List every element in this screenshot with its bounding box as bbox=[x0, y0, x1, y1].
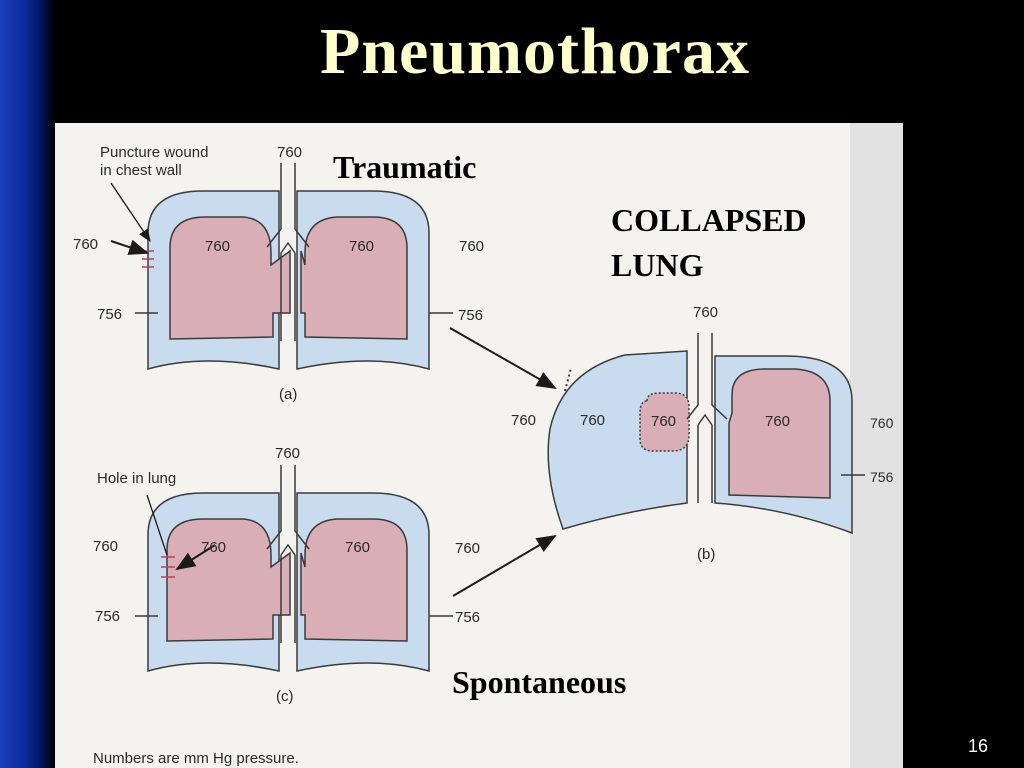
panel-a-trachea-pressure: 760 bbox=[277, 144, 302, 161]
panel-c-right-pleural-pressure: 756 bbox=[455, 609, 480, 626]
panel-a-annotation-line2: in chest wall bbox=[100, 162, 182, 179]
panel-b-trachea bbox=[686, 333, 728, 503]
traumatic-label: Traumatic bbox=[333, 149, 476, 185]
spontaneous-label: Spontaneous bbox=[452, 664, 626, 700]
panel-b-collapsed-lung bbox=[639, 392, 690, 452]
panel-b-left-cavity-pressure: 760 bbox=[580, 412, 605, 429]
panel-c-trachea-pressure: 760 bbox=[275, 445, 300, 462]
panel-b-caption: (b) bbox=[697, 546, 715, 563]
panel-b-collapsed-lung-pressure: 760 bbox=[651, 413, 676, 430]
collapsed-label-line2: LUNG bbox=[611, 247, 704, 283]
footnote: Numbers are mm Hg pressure. bbox=[93, 750, 299, 767]
panel-c-hole-mark bbox=[161, 556, 175, 578]
panel-c-caption: (c) bbox=[276, 688, 294, 705]
panel-b-right-lung bbox=[728, 368, 831, 499]
panel-a-trachea bbox=[266, 163, 310, 341]
panel-c-left-outer-pressure: 760 bbox=[93, 538, 118, 555]
panel-a-left-pleural-pressure: 756 bbox=[97, 306, 122, 323]
collapsed-label-line1: COLLAPSED bbox=[611, 202, 807, 238]
panel-b-right-lung-pressure: 760 bbox=[765, 413, 790, 430]
panel-c-left-pleural-pressure: 756 bbox=[95, 608, 120, 625]
panel-a: Puncture wound in chest wall 760 760 760… bbox=[73, 144, 484, 403]
panel-a-caption: (a) bbox=[279, 386, 297, 403]
panel-a-puncture-arrow bbox=[110, 182, 151, 243]
panel-a-left-lung bbox=[169, 216, 291, 340]
panel-c-hole-arrow bbox=[146, 494, 168, 556]
panel-c-hole-arrow-2 bbox=[175, 544, 216, 571]
panel-a-right-lung bbox=[300, 216, 408, 340]
pneumothorax-figure: Puncture wound in chest wall 760 760 760… bbox=[55, 123, 903, 768]
arrow-c-to-b bbox=[452, 534, 557, 597]
panel-b-left-outer-pressure: 760 bbox=[511, 412, 536, 429]
panel-c-left-lung-pressure: 760 bbox=[201, 539, 226, 556]
panel-a-left-outer-arrow bbox=[110, 239, 149, 255]
panel-a-right-lung-pressure: 760 bbox=[349, 238, 374, 255]
panel-b-trachea-pressure: 760 bbox=[693, 304, 718, 321]
slide-number: 16 bbox=[967, 736, 988, 756]
panel-c-left-lung bbox=[166, 518, 291, 642]
figure-drawing: Puncture wound in chest wall 760 760 760… bbox=[73, 123, 903, 768]
panel-b-right-outer-pressure: 760 bbox=[870, 415, 894, 431]
panel-c: Hole in lung 760 760 760 760 760 756 756… bbox=[93, 445, 480, 705]
panel-a-right-pleural-pressure: 756 bbox=[458, 307, 483, 324]
panel-a-left-lung-pressure: 760 bbox=[205, 238, 230, 255]
panel-c-right-lung bbox=[300, 518, 408, 642]
panel-a-annotation-line1: Puncture wound bbox=[100, 144, 208, 161]
panel-c-right-outer-pressure: 760 bbox=[455, 540, 480, 557]
panel-a-right-outer-pressure: 760 bbox=[459, 238, 484, 255]
panel-b: 760 760 760 760 760 760 756 (b) bbox=[511, 304, 894, 563]
panel-c-right-lung-pressure: 760 bbox=[345, 539, 370, 556]
panel-b-right-pleural-pressure: 756 bbox=[870, 469, 894, 485]
arrow-a-to-b bbox=[449, 327, 557, 389]
page-shadow bbox=[850, 123, 903, 768]
panel-a-left-outer-pressure: 760 bbox=[73, 236, 98, 253]
panel-c-annotation: Hole in lung bbox=[97, 470, 176, 487]
panel-c-trachea bbox=[266, 465, 310, 643]
slide-title: Pneumothorax bbox=[320, 15, 750, 88]
